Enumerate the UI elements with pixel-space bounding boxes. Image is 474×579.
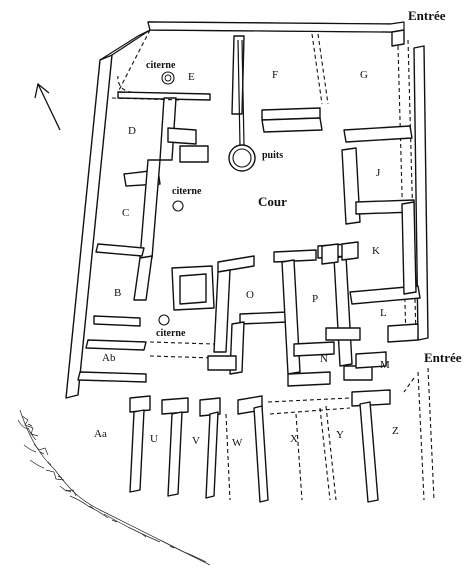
east-wall [413, 45, 429, 341]
south-walls [129, 367, 435, 503]
well-label: puits [262, 150, 283, 161]
room-label-b: B [114, 287, 121, 299]
cistern-label-c: citerne [172, 186, 202, 197]
entrance-label-right: Entrée [424, 350, 462, 365]
room-label-v: V [192, 435, 200, 447]
cistern-icon [158, 314, 170, 326]
room-label-l: L [380, 307, 387, 319]
room-label-f: F [272, 69, 278, 81]
rock-terrain [17, 409, 211, 566]
room-label-y: Y [336, 429, 344, 441]
room-label-z: Z [392, 425, 399, 437]
room-f-walls [231, 33, 329, 133]
room-a-walls [77, 339, 215, 383]
room-l-walls [349, 285, 421, 369]
courtyard-label: Cour [258, 194, 287, 209]
cistern-icon [172, 200, 184, 212]
room-b-walls [93, 243, 153, 327]
room-label-ab: Ab [102, 352, 116, 364]
north-arrow-icon [34, 82, 61, 131]
room-e-walls [117, 29, 211, 101]
room-p-walls [273, 243, 353, 387]
cistern-label-e: citerne [146, 60, 176, 71]
room-label-o: O [246, 289, 254, 301]
room-label-k: K [372, 245, 380, 257]
room-label-d: D [128, 125, 136, 137]
room-label-e: E [188, 71, 195, 83]
room-j-walls [321, 125, 417, 295]
room-label-c: C [122, 207, 129, 219]
room-o-walls [207, 255, 289, 375]
entrance-label-top: Entrée [408, 8, 446, 23]
room-d-walls [111, 97, 209, 163]
room-c-walls [123, 159, 161, 259]
room-label-n: N [320, 353, 328, 365]
basin [171, 265, 215, 311]
room-label-w: W [232, 437, 243, 449]
room-label-x: X [290, 433, 298, 445]
cistern-label-b: citerne [156, 328, 186, 339]
well-icon [228, 39, 256, 172]
room-label-aa: Aa [94, 428, 107, 440]
room-label-p: P [312, 293, 318, 305]
room-label-u: U [150, 433, 158, 445]
room-n-walls [325, 327, 373, 381]
room-label-g: G [360, 69, 368, 81]
room-label-m: M [380, 359, 390, 371]
room-label-j: J [376, 167, 381, 179]
cistern-icon [161, 71, 175, 85]
